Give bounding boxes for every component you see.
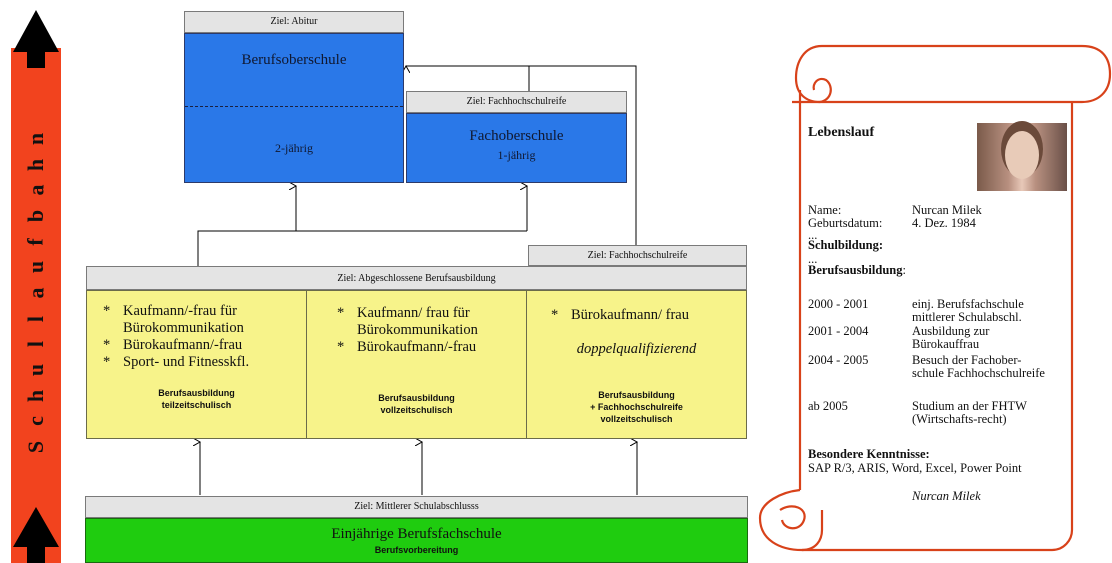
col2-list: Kaufmann/ frau für Bürokommunikation Bür… [337,305,522,356]
mittlerer-header: Ziel: Mittlerer Schulabschlusss [85,496,748,518]
ellipsis: ... [808,252,818,266]
col1-list: Kaufmann/-frau für Bürokommunikation Bür… [103,303,303,371]
entry-period: 2001 - 2004 [808,324,869,338]
school-heading: Schulbildung: [808,238,884,252]
note-line: vollzeitschulisch [600,414,673,424]
skills-text: SAP R/3, ARIS, Word, Excel, Power Point [808,461,1022,475]
note-line: Berufsausbildung [378,393,455,403]
note-line: vollzeitschulisch [380,405,453,415]
dob-value: 4. Dez. 1984 [912,216,976,230]
entry-period: 2000 - 2001 [808,297,869,311]
note-line: Berufsausbildung [158,388,235,398]
berufsfachschule-title: Einjährige Berufsfachschule [331,526,502,542]
career-bar [11,48,61,563]
berufsfachschule-subtitle: Berufsvorbereitung [374,545,459,555]
scroll-outline [758,44,1112,552]
bos-box: Berufsoberschule 2-jährig [184,33,404,183]
connector-lines [0,0,760,495]
list-item: Bürokaufmann/-frau [103,337,303,354]
training-colon: : [902,263,906,277]
bos-divider [185,106,403,107]
entry-period: 2004 - 2005 [808,353,869,367]
arrow-up-icon-top [13,10,59,68]
avatar-face [1005,131,1039,179]
list-item: Kaufmann/-frau für Bürokommunikation [103,303,303,337]
training-heading: Berufsausbildung [808,263,903,277]
arrow-up-icon-bottom [13,507,59,563]
column-vollzeit: Kaufmann/ frau für Bürokommunikation Bür… [306,290,527,439]
column-teilzeit: Kaufmann/-frau für Bürokommunikation Bür… [86,290,307,439]
fos-title: Fachoberschule [469,128,564,144]
dob-label: Geburtsdatum: [808,216,883,230]
list-item: Kaufmann/ frau für Bürokommunikation [337,305,522,339]
column-doppelqualifizierend: Bürokaufmann/ frau doppelqualifizierend … [526,290,747,439]
fhr-header-middle: Ziel: Fachhochschulreife [528,245,747,266]
berufsfachschule-box: Einjährige Berufsfachschule Berufsvorber… [85,518,748,563]
skills-heading: Besondere Kenntnisse: [808,447,930,461]
note-line: teilzeitschulisch [161,400,232,410]
cv-content: Lebenslauf Name: Nurcan Milek Geburtsdat… [806,118,1106,558]
entry-text: Ausbildung zur Bürokauffrau [912,324,990,351]
name-value: Nurcan Milek [912,203,982,217]
list-item: Sport- und Fitnesskfl. [103,354,303,371]
fos-duration: 1-jährig [497,148,536,162]
entry-text: Besuch der Fachober-schule Fachhochschul… [912,353,1045,380]
col3-emphasis: doppelqualifizierend [576,341,697,357]
col2-note: Berufsausbildung vollzeitschulisch [307,392,526,416]
col3-note: Berufsausbildung + Fachhochschulreife vo… [527,389,746,425]
list-item: Bürokaufmann/ frau [551,307,741,324]
note-line: + Fachhochschulreife [590,402,683,412]
col1-note: Berufsausbildung teilzeitschulisch [87,387,306,411]
abitur-header: Ziel: Abitur [184,11,404,33]
fos-box: Fachoberschule 1-jährig [406,113,627,183]
list-item: Bürokaufmann/-frau [337,339,522,356]
bos-title: Berufsoberschule [241,52,347,68]
bos-duration: 2-jährig [275,141,313,155]
cv-title: Lebenslauf [808,125,875,140]
avatar [977,123,1067,191]
berufsausbildung-header: Ziel: Abgeschlossene Berufsausbildung [86,266,747,290]
training-heading-wrap: Berufsausbildung: [808,264,906,277]
fhr-header-top: Ziel: Fachhochschulreife [406,91,627,113]
ellipsis: ... [808,228,818,242]
entry-period: ab 2005 [808,399,848,413]
name-label: Name: [808,203,842,217]
signature: Nurcan Milek [912,489,981,503]
col3-list: Bürokaufmann/ frau [551,307,741,324]
entry-text: Studium an der FHTW (Wirtschafts-recht) [912,399,1027,426]
entry-text: einj. Berufsfachschule mittlerer Schulab… [912,297,1024,324]
note-line: Berufsausbildung [598,390,675,400]
